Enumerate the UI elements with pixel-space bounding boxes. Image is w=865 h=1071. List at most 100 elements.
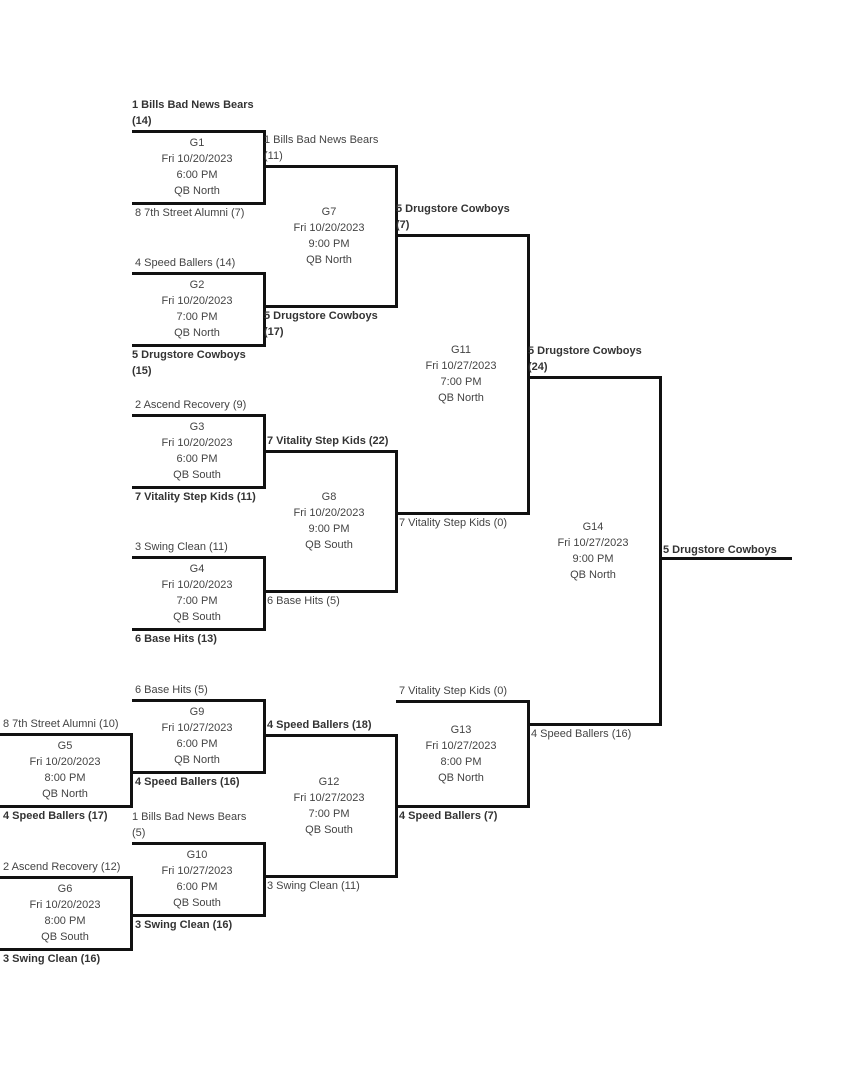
bracket-line-vertical	[527, 700, 530, 808]
game-time: 9:00 PM	[308, 523, 350, 535]
bracket-line-vertical	[263, 842, 266, 917]
game-time: 6:00 PM	[176, 169, 218, 181]
game-code: G10	[186, 849, 208, 861]
bracket-line-top	[396, 700, 529, 703]
game-date: Fri 10/20/2023	[293, 222, 365, 234]
game-time: 8:00 PM	[440, 756, 482, 768]
game-field: QB South	[305, 539, 353, 551]
bracket-line-bottom	[264, 590, 397, 593]
game-time: 7:00 PM	[176, 311, 218, 323]
team-label-g13-bottom: 4 Speed Ballers (7)	[399, 810, 498, 822]
game-time: 6:00 PM	[176, 738, 218, 750]
bracket-line-bottom	[0, 805, 132, 808]
bracket-line-vertical	[659, 376, 662, 726]
team-label-g9-bottom: 4 Speed Ballers (16)	[135, 776, 240, 788]
bracket-line-top	[264, 450, 397, 453]
game-field: QB North	[42, 788, 88, 800]
team-label-g11-bottom: 7 Vitality Step Kids (0)	[399, 517, 508, 529]
game-code: G8	[321, 491, 337, 503]
game-code: G9	[189, 706, 205, 718]
team-label-g10-top: 1 Bills Bad News Bears (5)	[132, 811, 247, 839]
bracket-line-vertical	[395, 450, 398, 593]
bracket-line-top	[0, 733, 132, 736]
bracket-line-top	[132, 130, 265, 133]
game-field: QB North	[438, 772, 484, 784]
game-code: G12	[318, 776, 340, 788]
game-code: G14	[582, 521, 604, 533]
game-field: QB North	[174, 327, 220, 339]
game-code: G5	[57, 740, 73, 752]
bracket-line-bottom	[132, 344, 265, 347]
game-date: Fri 10/27/2023	[557, 537, 629, 549]
game-code: G4	[189, 563, 205, 575]
game-time: 7:00 PM	[176, 595, 218, 607]
bracket-line-top	[132, 272, 265, 275]
game-date: Fri 10/27/2023	[293, 792, 365, 804]
team-label-g1-bottom: 8 7th Street Alumni (7)	[135, 207, 245, 219]
game-date: Fri 10/27/2023	[425, 740, 497, 752]
game-code: G7	[321, 206, 337, 218]
team-label-g1-top: 1 Bills Bad News Bears (14)	[132, 99, 254, 127]
bracket-line-top	[396, 234, 529, 237]
bracket-line-vertical	[130, 876, 133, 951]
team-label-g14-top: 5 Drugstore Cowboys (24)	[528, 345, 642, 373]
team-label-g11-top: 5 Drugstore Cowboys (7)	[396, 203, 510, 231]
game-field: QB South	[173, 469, 221, 481]
game-code: G13	[450, 724, 472, 736]
game-code: G3	[189, 421, 205, 433]
team-label-g8-bottom: 6 Base Hits (5)	[267, 595, 340, 607]
bracket-line-top	[132, 414, 265, 417]
game-field: QB North	[570, 569, 616, 581]
team-label-g12-top: 4 Speed Ballers (18)	[267, 719, 372, 731]
game-field: QB South	[173, 611, 221, 623]
team-label-g3-bottom: 7 Vitality Step Kids (11)	[135, 491, 256, 503]
team-label-g14-bottom: 4 Speed Ballers (16)	[531, 728, 632, 740]
game-date: Fri 10/20/2023	[29, 756, 101, 768]
champion-line	[660, 557, 792, 560]
game-code: G1	[189, 137, 205, 149]
game-date: Fri 10/27/2023	[161, 722, 233, 734]
game-field: QB South	[305, 824, 353, 836]
team-label-g5-bottom: 4 Speed Ballers (17)	[3, 810, 108, 822]
team-label-g4-bottom: 6 Base Hits (13)	[135, 633, 217, 645]
team-label-g6-bottom: 3 Swing Clean (16)	[3, 953, 101, 965]
game-time: 6:00 PM	[176, 881, 218, 893]
game-time: 7:00 PM	[440, 376, 482, 388]
bracket-line-bottom	[0, 948, 132, 951]
game-code: G2	[189, 279, 205, 291]
game-time: 6:00 PM	[176, 453, 218, 465]
team-label-g8-top: 7 Vitality Step Kids (22)	[267, 435, 389, 447]
champion-label: 5 Drugstore Cowboys	[663, 544, 777, 556]
team-label-g9-top: 6 Base Hits (5)	[135, 684, 208, 696]
game-time: 9:00 PM	[308, 238, 350, 250]
team-label-g5-top: 8 7th Street Alumni (10)	[3, 718, 119, 730]
bracket-line-bottom	[264, 875, 397, 878]
bracket-line-bottom	[264, 305, 397, 308]
bracket-line-bottom	[132, 628, 265, 631]
bracket-line-top	[528, 376, 661, 379]
team-label-g12-bottom: 3 Swing Clean (11)	[267, 880, 360, 892]
game-code: G6	[57, 883, 73, 895]
bracket-line-bottom	[528, 723, 661, 726]
game-field: QB North	[174, 754, 220, 766]
bracket-line-top	[132, 842, 265, 845]
game-date: Fri 10/20/2023	[161, 579, 233, 591]
bracket-line-vertical	[130, 733, 133, 808]
game-date: Fri 10/27/2023	[425, 360, 497, 372]
team-label-g2-top: 4 Speed Ballers (14)	[135, 257, 236, 269]
team-label-g10-bottom: 3 Swing Clean (16)	[135, 919, 233, 931]
bracket-line-top	[0, 876, 132, 879]
bracket-line-vertical	[263, 556, 266, 631]
bracket-line-bottom	[132, 771, 265, 774]
game-field: QB North	[438, 392, 484, 404]
bracket-line-bottom	[396, 512, 529, 515]
